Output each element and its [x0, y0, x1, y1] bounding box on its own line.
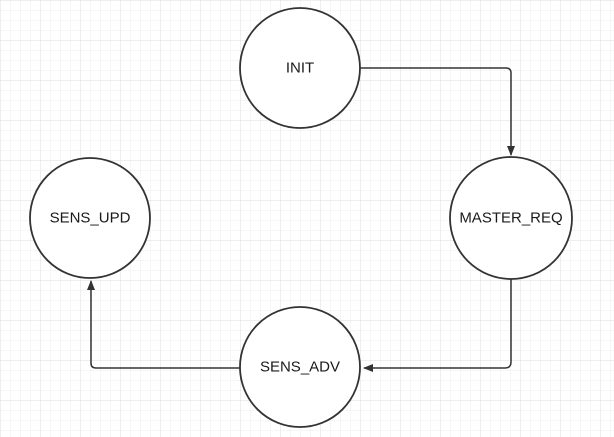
- transition-init-to-master-req[interactable]: [360, 67, 515, 156]
- state-init[interactable]: INIT: [239, 7, 361, 129]
- state-sens-adv[interactable]: SENS_ADV: [239, 306, 361, 428]
- state-sens-adv-label: SENS_ADV: [260, 359, 340, 376]
- state-sens-adv-circle: [239, 306, 361, 428]
- state-init-label: INIT: [286, 60, 314, 77]
- transition-master-req-to-sens-adv[interactable]: [363, 279, 512, 372]
- state-master-req-label: MASTER_REQ: [459, 210, 562, 227]
- transition-sens-adv-to-sens-upd[interactable]: [87, 280, 241, 369]
- state-master-req-circle: [449, 156, 573, 280]
- state-init-circle: [239, 7, 361, 129]
- state-sens-upd-circle: [29, 157, 151, 279]
- state-sens-upd-label: SENS_UPD: [50, 210, 131, 227]
- state-master-req[interactable]: MASTER_REQ: [449, 156, 573, 280]
- state-sens-upd[interactable]: SENS_UPD: [29, 157, 151, 279]
